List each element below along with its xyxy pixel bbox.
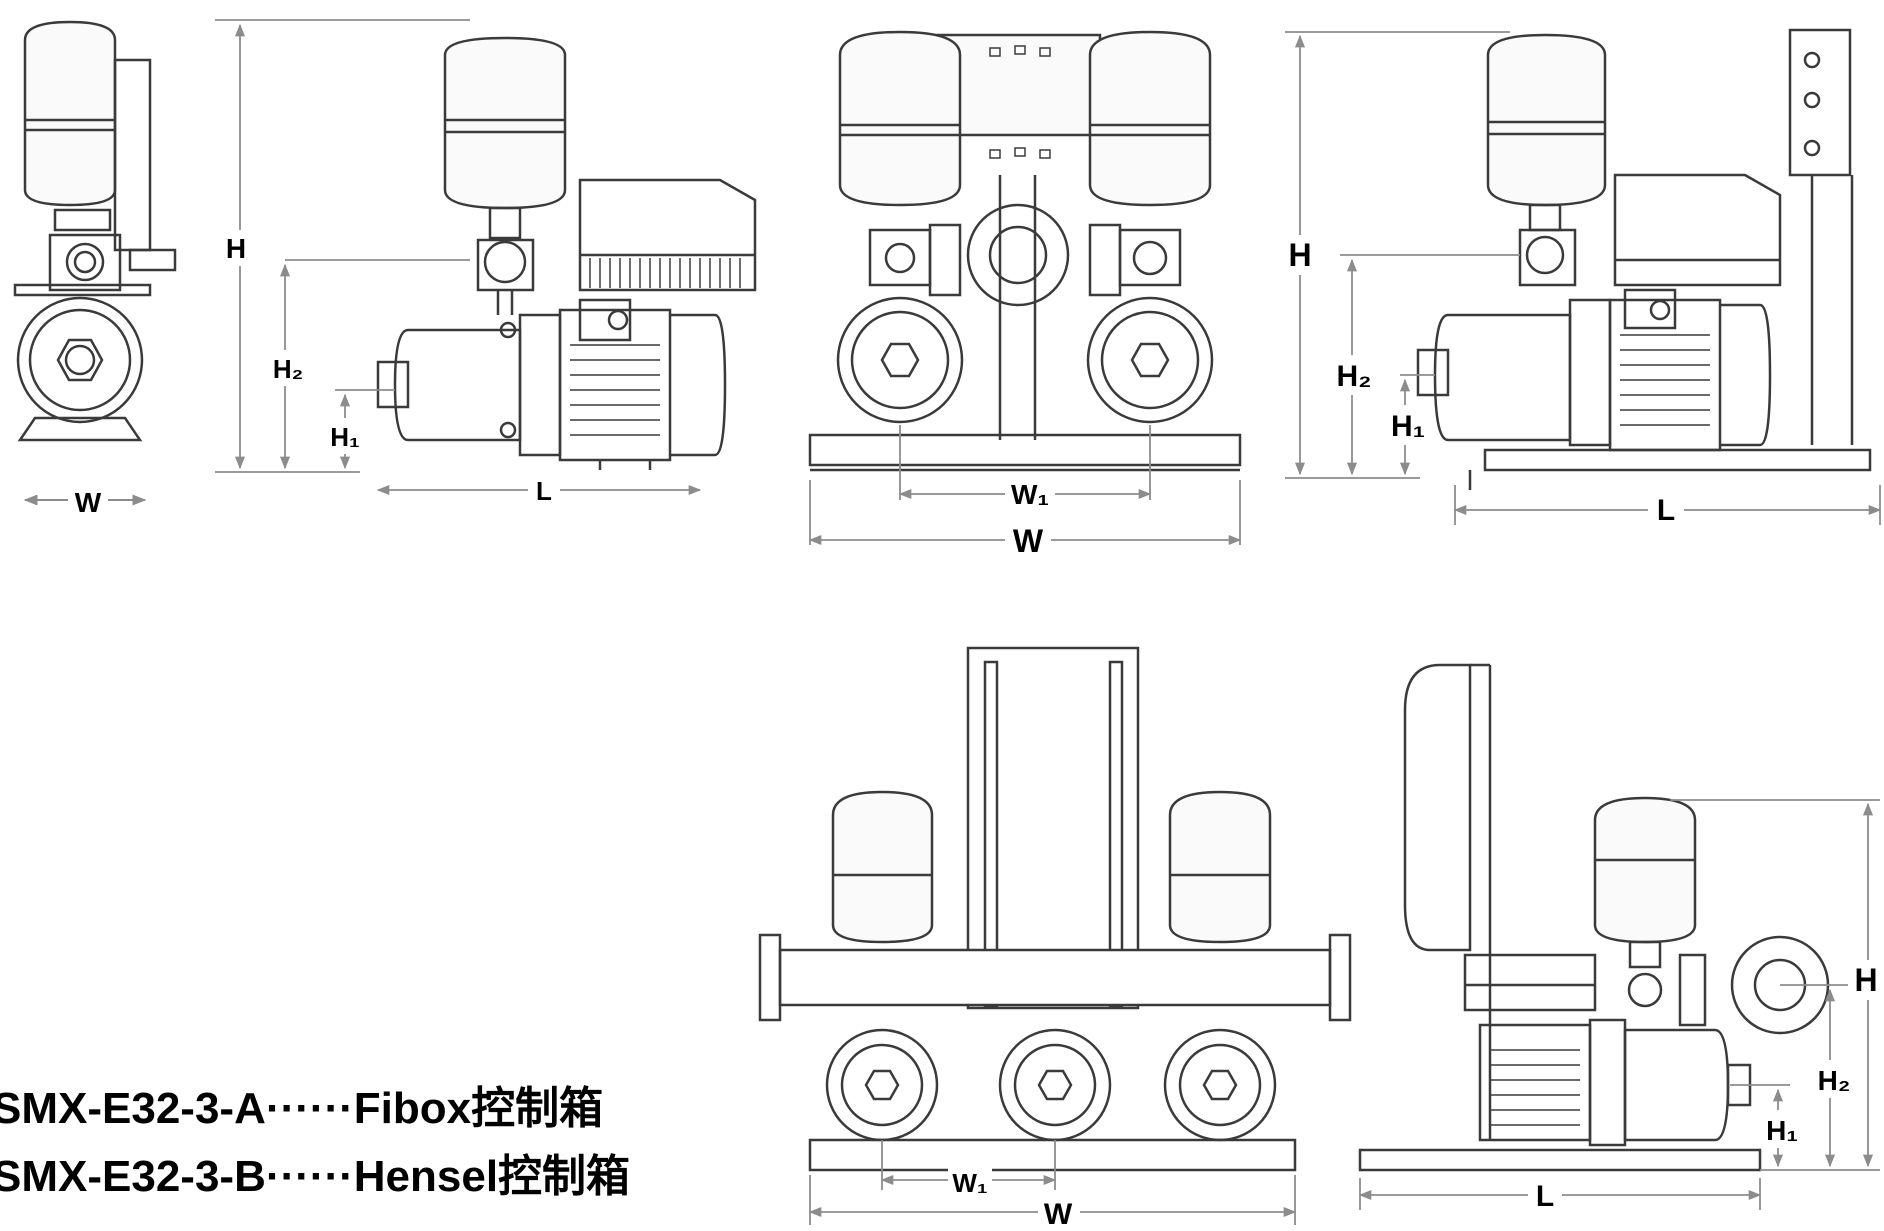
pressure-gauge-icon <box>1132 240 1168 276</box>
view1-l-label: L <box>536 476 552 506</box>
pump-barrel <box>393 328 522 442</box>
control-panel <box>966 646 1140 1010</box>
view2-h1-label: H₁ <box>1391 410 1425 443</box>
legend-line-fibox: SMX-E32-3-A······Fibox控制箱 <box>0 1084 604 1133</box>
control-panel <box>1403 663 1472 952</box>
pressure-tank <box>1168 790 1272 944</box>
view2-w-label: W <box>1013 523 1044 559</box>
control-panel <box>1788 28 1852 177</box>
view3-h-label: H <box>1854 962 1877 998</box>
view3-side-labels: H H₂ H₁ L <box>1528 960 1884 1215</box>
view3-w-label: W <box>1044 1198 1073 1231</box>
pump-barrel <box>1623 1028 1730 1142</box>
pressure-tank <box>23 20 117 207</box>
view1-front-dims: W <box>23 480 147 520</box>
view2-h-label: H <box>1288 237 1311 273</box>
view2-front <box>808 30 1242 472</box>
view1-front <box>13 20 177 442</box>
controller-box <box>1463 953 1597 1012</box>
pressure-tank <box>1486 33 1607 207</box>
view3-w1-label: W₁ <box>952 1168 987 1198</box>
controller-box <box>1613 173 1782 287</box>
view2-front-labels: W₁ W <box>1005 476 1055 560</box>
view3-front-labels: W₁ W <box>948 1166 1080 1231</box>
legend-line-hensel: SMX-E32-3-B······Hensel控制箱 <box>0 1152 631 1201</box>
view1-side-labels: H H₂ H₁ L <box>222 230 560 508</box>
pressure-tank <box>443 36 567 210</box>
view1-h2-label: H₂ <box>273 354 303 384</box>
controller-box <box>578 178 757 292</box>
view1-h-label: H <box>226 233 246 264</box>
view3-front <box>758 646 1352 1172</box>
motor <box>558 308 672 462</box>
header-pipe <box>778 948 1332 1007</box>
pressure-tank <box>838 30 962 207</box>
view2-h2-label: H₂ <box>1337 360 1372 393</box>
motor <box>1478 1023 1592 1142</box>
pressure-gauge-icon <box>1627 972 1663 1008</box>
pressure-gauge-icon <box>1525 235 1565 275</box>
pump-barrel <box>1433 313 1572 442</box>
view2-w1-label: W₁ <box>1011 479 1049 510</box>
view2-l-label: L <box>1657 494 1675 527</box>
view1-side <box>376 36 757 470</box>
view1-front-w-label: W <box>75 487 102 518</box>
pressure-tank <box>1088 30 1212 207</box>
view3-h2-label: H₂ <box>1818 1065 1851 1096</box>
view2-side <box>1416 28 1872 490</box>
pressure-tank <box>1593 796 1697 944</box>
view3-side <box>1358 663 1830 1172</box>
pressure-gauge-icon <box>483 240 527 284</box>
pressure-tank <box>831 790 934 944</box>
motor <box>1608 298 1722 452</box>
view2-side-labels: H H₂ H₁ L <box>1282 235 1684 530</box>
view3-h1-label: H₁ <box>1766 1115 1798 1146</box>
view3-l-label: L <box>1536 1180 1554 1213</box>
view1-h1-label: H₁ <box>330 422 360 452</box>
